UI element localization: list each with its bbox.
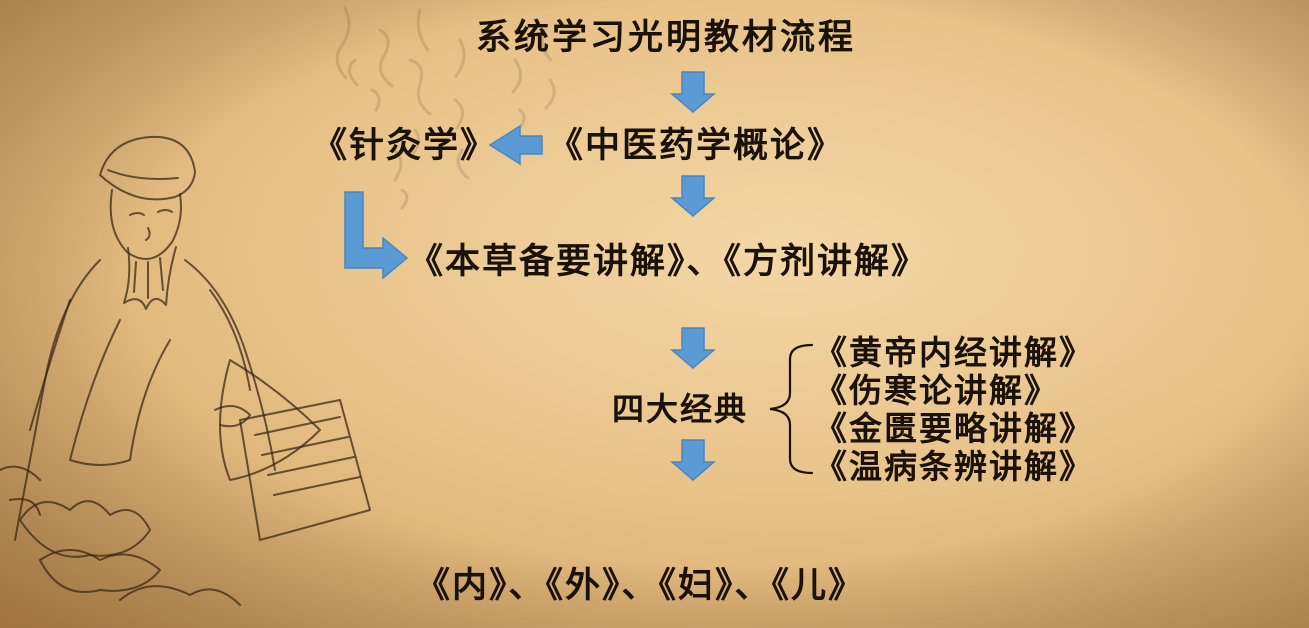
arrow-acupuncture-to-herbs	[344, 191, 409, 280]
node-classic-neijing: 《黄帝内经讲解》	[814, 333, 1094, 372]
node-four-classics: 四大经典	[612, 390, 749, 428]
node-acupuncture: 《针灸学》	[312, 125, 498, 166]
diagram-title: 系统学习光明教材流程	[476, 17, 857, 58]
node-classic-shanghanlun: 《伤寒论讲解》	[814, 371, 1059, 410]
arrow-title-to-intro	[669, 71, 717, 113]
classics-brace	[769, 343, 814, 475]
node-tcm-intro: 《中医药学概论》	[548, 125, 845, 166]
arrow-four-classics-to-specialties	[669, 439, 717, 481]
arrow-intro-to-herbs	[669, 175, 717, 217]
node-specialties: 《内》、《外》、《妇》、《儿》	[415, 565, 866, 606]
scholar-sketch-image	[0, 135, 371, 606]
node-classic-wenbing: 《温病条辨讲解》	[814, 447, 1094, 486]
arrow-intro-to-acupuncture	[488, 124, 543, 166]
node-herbs-formulas: 《本草备要讲解》、《方剂讲解》	[408, 241, 929, 282]
arrow-herbs-to-four-classics	[669, 327, 717, 369]
node-classic-jingui: 《金匮要略讲解》	[814, 409, 1094, 448]
